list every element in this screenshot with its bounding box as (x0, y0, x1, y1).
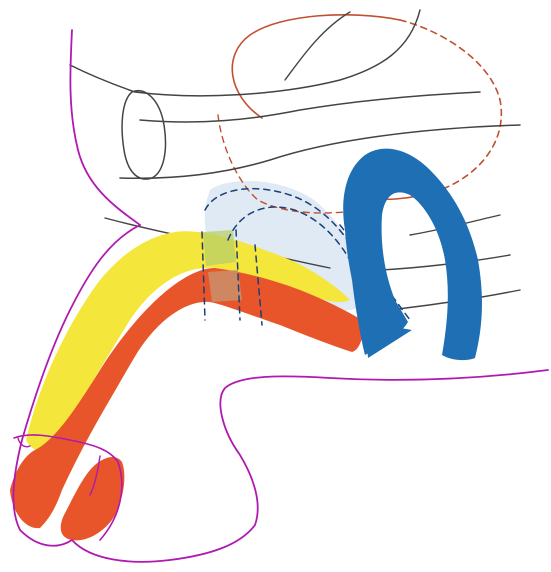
pelvic-line-upper (70, 10, 420, 96)
skin-outline-upper (70, 30, 140, 225)
blue-arrow-head (365, 322, 412, 358)
pelvic-line-low (120, 125, 520, 178)
skin-outline-scrotum (72, 370, 548, 562)
tissue-line-2 (285, 12, 350, 80)
green-segment (203, 230, 236, 266)
tan-segment (208, 270, 242, 302)
pubic-bone-oval (122, 91, 165, 179)
blue-curved-arrow (343, 149, 482, 360)
